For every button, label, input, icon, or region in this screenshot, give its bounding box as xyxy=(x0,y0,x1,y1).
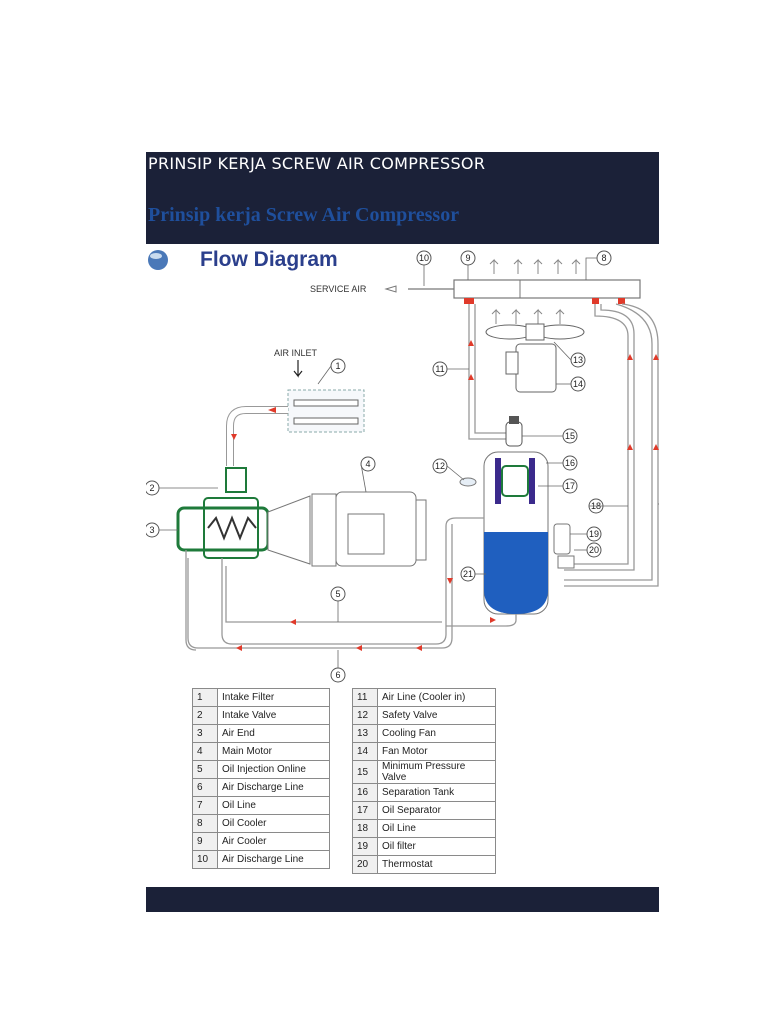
separation-tank xyxy=(483,451,549,615)
svg-text:9: 9 xyxy=(465,253,470,263)
svg-text:21: 21 xyxy=(463,569,473,579)
intake-duct xyxy=(226,406,288,466)
callout-20: 20 xyxy=(586,542,602,558)
oil-filter xyxy=(553,523,571,555)
pipes xyxy=(468,303,659,587)
callout-2: 2 xyxy=(146,480,160,496)
callout-13: 13 xyxy=(570,352,586,368)
callout-11: 11 xyxy=(432,361,448,377)
svg-text:2: 2 xyxy=(149,483,154,493)
svg-text:14: 14 xyxy=(573,379,583,389)
callout-9: 9 xyxy=(460,250,476,266)
oil-pipes-bottom xyxy=(185,517,517,651)
header-banner: PRINSIP KERJA SCREW AIR COMPRESSOR Prins… xyxy=(146,152,659,244)
globe-icon xyxy=(148,250,168,270)
flow-diagram-svg: Flow Diagram SERVICE AIR xyxy=(146,248,659,683)
leader-lines xyxy=(159,257,659,668)
callout-21: 21 xyxy=(460,566,476,582)
callout-16: 16 xyxy=(562,455,578,471)
callout-15: 15 xyxy=(562,428,578,444)
svg-text:17: 17 xyxy=(565,481,575,491)
svg-text:6: 6 xyxy=(335,670,340,680)
cooling-fan xyxy=(485,323,585,341)
svg-text:8: 8 xyxy=(601,253,606,263)
fan-motor xyxy=(505,343,557,393)
flow-direction-arrows xyxy=(231,340,659,651)
svg-text:5: 5 xyxy=(335,589,340,599)
callout-6: 6 xyxy=(330,667,346,683)
intake-filter xyxy=(287,389,365,433)
callout-5: 5 xyxy=(330,586,346,602)
svg-text:11: 11 xyxy=(435,364,444,374)
svg-text:16: 16 xyxy=(565,458,575,468)
svg-text:13: 13 xyxy=(573,355,583,365)
callout-3: 3 xyxy=(146,522,160,538)
diagram-title: Flow Diagram xyxy=(200,248,338,271)
svg-text:1: 1 xyxy=(335,361,340,371)
air-end xyxy=(176,467,270,559)
callout-4: 4 xyxy=(360,456,376,472)
thermostat xyxy=(557,555,575,569)
cooler-header xyxy=(384,279,641,304)
page-subheading: Prinsip kerja Screw Air Compressor xyxy=(148,204,460,226)
callout-1: 1 xyxy=(330,358,346,374)
callout-17: 17 xyxy=(562,478,578,494)
svg-text:12: 12 xyxy=(435,461,445,471)
svg-text:10: 10 xyxy=(419,253,429,263)
callout-8: 8 xyxy=(596,250,612,266)
service-air-label: SERVICE AIR xyxy=(310,284,367,294)
callout-19: 19 xyxy=(586,526,602,542)
footer-bar xyxy=(146,887,659,912)
air-inlet-arrow xyxy=(293,360,303,378)
airflow-arrows xyxy=(489,258,581,324)
svg-text:20: 20 xyxy=(589,545,599,555)
main-motor xyxy=(267,491,427,567)
page-heading: PRINSIP KERJA SCREW AIR COMPRESSOR xyxy=(148,154,486,173)
callout-10: 10 xyxy=(416,250,432,266)
minimum-pressure-valve xyxy=(505,416,523,447)
svg-text:3: 3 xyxy=(149,525,154,535)
callout-12: 12 xyxy=(432,458,448,474)
air-inlet-label: AIR INLET xyxy=(274,348,318,358)
svg-text:19: 19 xyxy=(589,529,599,539)
svg-text:15: 15 xyxy=(565,431,575,441)
callout-14: 14 xyxy=(570,376,586,392)
svg-text:4: 4 xyxy=(365,459,370,469)
